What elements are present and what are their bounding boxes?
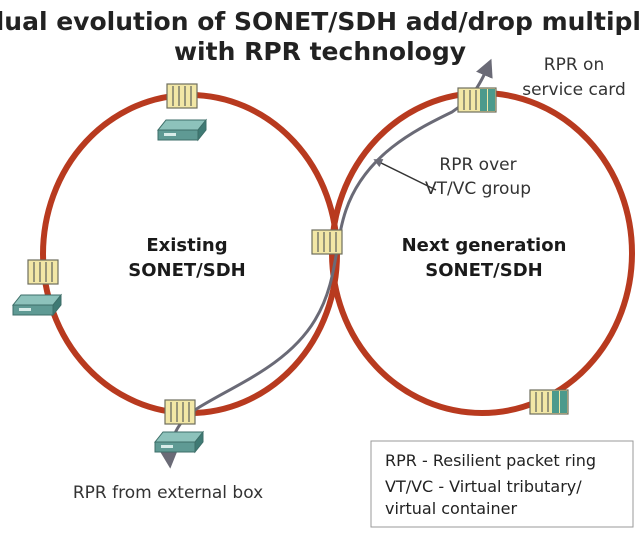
- title-line-1: Gradual evolution of SONET/SDH add/drop …: [0, 7, 640, 36]
- existing-ring-label-2: SONET/SDH: [128, 260, 245, 281]
- legend-vtvc-line-1: VT/VC - Virtual tributary/: [385, 477, 582, 496]
- network-device-icon: [12, 294, 62, 316]
- vt-group-label-1: RPR over: [439, 155, 516, 175]
- next-ring-label-1: Next generation: [402, 235, 567, 256]
- vt-group-pointer: [373, 159, 437, 191]
- rpr-service-card-icon: [457, 87, 497, 113]
- title-line-2: with RPR technology: [174, 37, 466, 66]
- add-drop-multiplexer-icon: [27, 259, 59, 285]
- external-box-label: RPR from external box: [73, 483, 263, 503]
- rpr-path: [159, 58, 493, 469]
- add-drop-multiplexer-icon: [164, 399, 196, 425]
- legend-box: [370, 440, 634, 528]
- add-drop-multiplexer-icon: [311, 229, 343, 255]
- network-device-icon: [157, 119, 207, 141]
- service-card-label-1: RPR on: [544, 55, 604, 75]
- next-ring-label-2: SONET/SDH: [425, 260, 542, 281]
- vt-group-label-2: VT/VC group: [425, 179, 531, 199]
- network-device-icon: [154, 431, 204, 453]
- service-card-label-2: service card: [522, 80, 626, 100]
- legend-rpr: RPR - Resilient packet ring: [385, 451, 596, 470]
- add-drop-multiplexer-icon: [166, 83, 198, 109]
- legend-vtvc-line-2: virtual container: [385, 499, 517, 518]
- existing-ring-label-1: Existing: [146, 235, 227, 256]
- rpr-service-card-icon: [529, 389, 569, 415]
